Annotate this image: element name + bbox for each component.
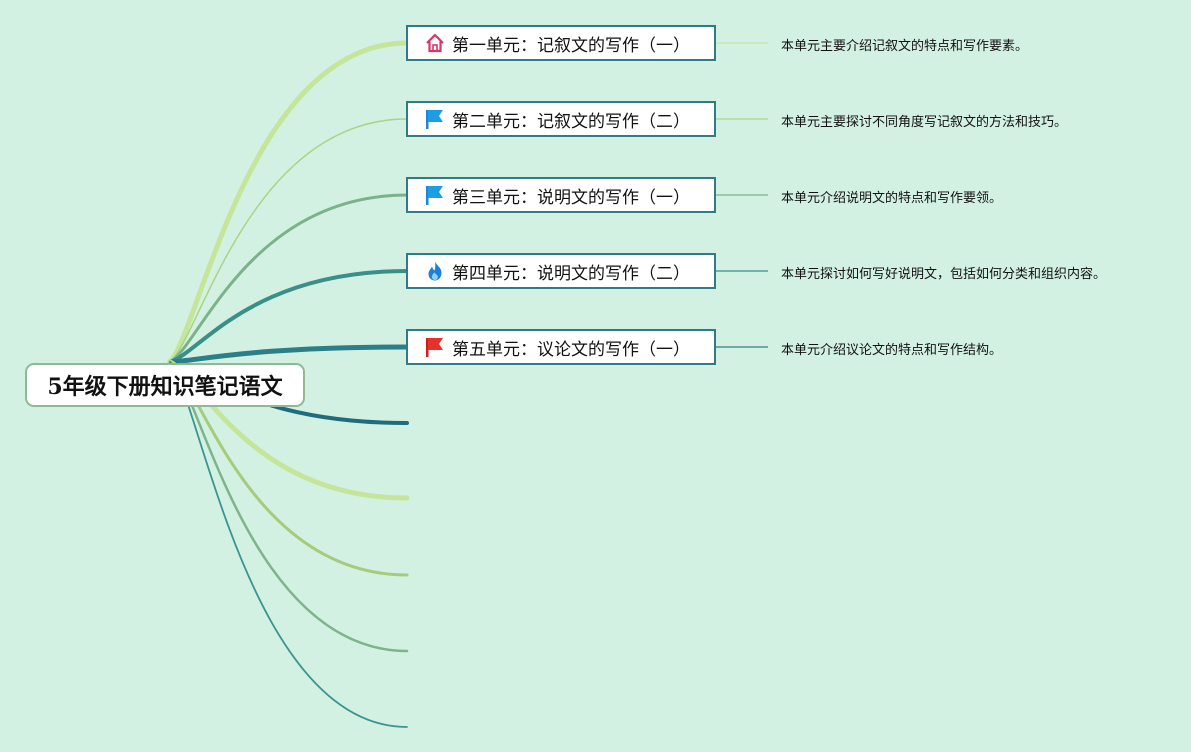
note-unit-5: 本单元介绍议论文的特点和写作结构。 — [781, 343, 1003, 358]
branch-line-4 — [168, 269, 409, 364]
note-unit-1: 本单元主要介绍记叙文的特点和写作要素。 — [781, 39, 1029, 54]
topic-unit-1[interactable]: 第一单元：记叙文的写作（一） — [406, 25, 716, 61]
note-unit-4: 本单元探讨如何写好说明文，包括如何分类和组织内容。 — [781, 267, 1107, 282]
topic-label: 第三单元：说明文的写作（一） — [452, 187, 690, 208]
red-flag-icon — [424, 336, 446, 358]
note-connectors — [716, 42, 768, 348]
flame-icon — [424, 260, 446, 282]
note-unit-3: 本单元介绍说明文的特点和写作要领。 — [781, 191, 1003, 206]
root-title: 5年级下册知识笔记语文 — [47, 374, 283, 400]
blue-flag-icon — [424, 184, 446, 206]
topic-label: 第二单元：记叙文的写作（二） — [452, 111, 690, 132]
topic-unit-3[interactable]: 第三单元：说明文的写作（一） — [406, 177, 716, 213]
home-icon — [424, 32, 446, 54]
branch-line-1 — [167, 40, 410, 365]
root-node[interactable]: 5年级下册知识笔记语文 — [25, 363, 305, 407]
branch-line-2 — [169, 118, 408, 363]
topic-label: 第四单元：说明文的写作（二） — [452, 263, 690, 284]
branch-line-3 — [168, 193, 409, 364]
topic-label: 第一单元：记叙文的写作（一） — [452, 35, 690, 56]
branch-line-5 — [167, 344, 410, 365]
topic-unit-5[interactable]: 第五单元：议论文的写作（一） — [406, 329, 716, 365]
blue-flag-icon — [424, 108, 446, 130]
topic-unit-4[interactable]: 第四单元：说明文的写作（二） — [406, 253, 716, 289]
topic-unit-2[interactable]: 第二单元：记叙文的写作（二） — [406, 101, 716, 137]
note-unit-2: 本单元主要探讨不同角度写记叙文的方法和技巧。 — [781, 115, 1068, 130]
topic-label: 第五单元：议论文的写作（一） — [452, 339, 690, 360]
